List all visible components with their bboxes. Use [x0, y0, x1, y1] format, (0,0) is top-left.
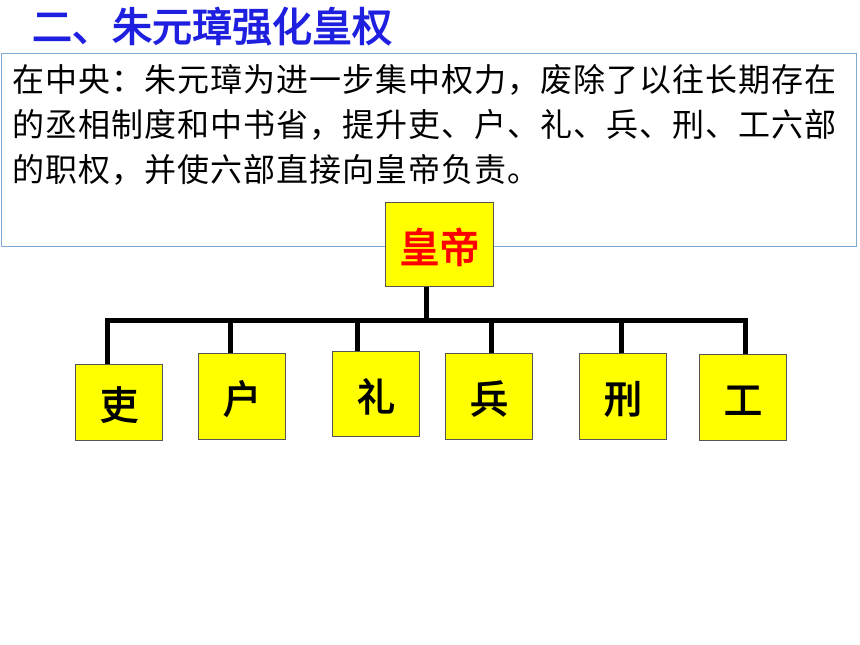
- dept-box-hu-revenue: 户: [198, 353, 286, 440]
- dept-box-gong-works: 工: [699, 354, 787, 441]
- dept-box-li-rites: 礼: [332, 351, 420, 437]
- connector-dept-3: [355, 318, 360, 353]
- dept-box-li-personnel: 吏: [75, 364, 163, 441]
- emperor-box: 皇帝: [385, 202, 494, 287]
- dept-box-bing-war: 兵: [445, 353, 533, 440]
- connector-bar: [105, 318, 748, 323]
- connector-dept-6: [743, 318, 748, 356]
- connector-dept-4: [489, 318, 494, 354]
- connector-root: [424, 287, 429, 321]
- dept-box-xing-justice: 刑: [579, 353, 667, 440]
- connector-dept-1: [105, 318, 110, 366]
- connector-dept-2: [228, 318, 233, 354]
- description-text: 在中央：朱元璋为进一步集中权力，废除了以往长期存在的丞相制度和中书省，提升吏、户…: [12, 61, 838, 189]
- description-box: 在中央：朱元璋为进一步集中权力，废除了以往长期存在的丞相制度和中书省，提升吏、户…: [1, 53, 857, 247]
- slide-title: 二、朱元璋强化皇权: [32, 5, 392, 51]
- connector-dept-5: [619, 318, 624, 354]
